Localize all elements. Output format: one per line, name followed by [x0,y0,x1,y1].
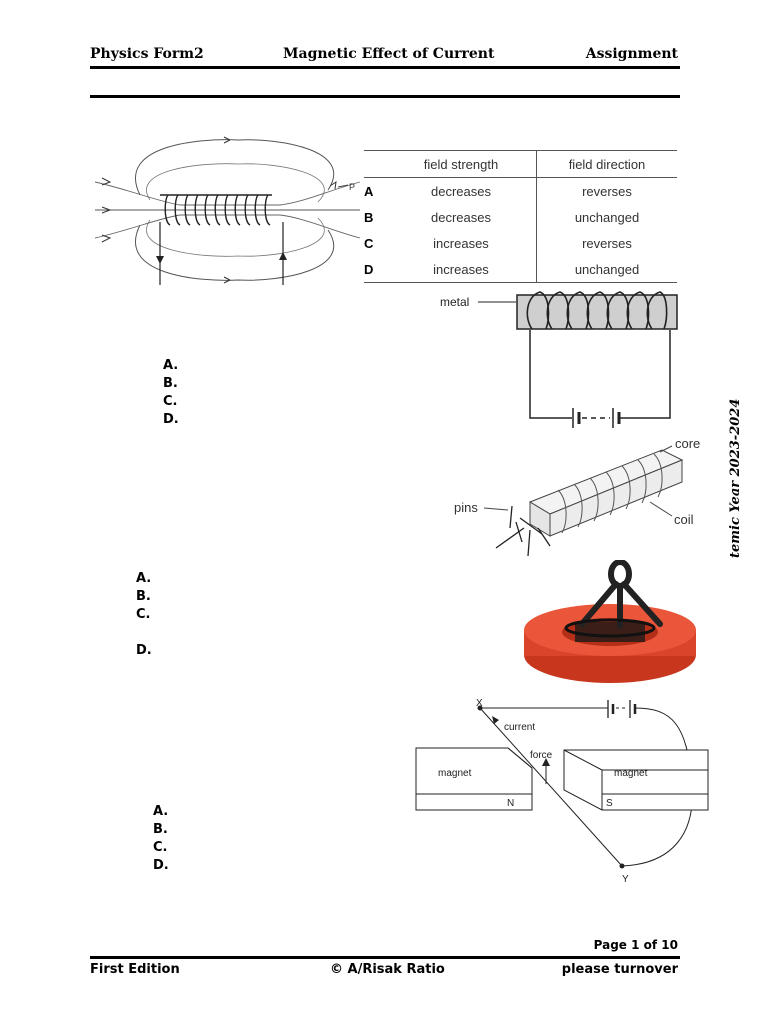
magnet-right-label: magnet [614,768,648,779]
electromagnet-pins-diagram: core coil pins [454,436,700,557]
col-field-direction: field direction [536,150,677,178]
metal-coil-circuit-diagram: metal [440,291,678,428]
academic-year-side-text: temic Year 2023-2024 [728,398,743,558]
row-letter: D [364,256,386,283]
row-letter: A [364,183,374,199]
q2-option-b[interactable]: B. [163,376,178,391]
row-strength: increases [386,230,537,256]
footer-copyright: © A/Risak Ratio [330,962,445,977]
metal-label: metal [440,295,469,309]
header-rule-2 [90,95,680,98]
pole-n-label: N [507,798,514,809]
row-direction: unchanged [574,209,640,225]
row-letter: C [364,235,374,251]
table-header-row: field strength field direction [364,150,677,178]
row-direction: reverses [582,235,632,251]
table-row: B decreases unchanged [364,204,677,230]
q4-option-b[interactable]: B. [153,822,168,837]
core-label: core [675,436,700,451]
row-strength: increases [386,256,537,283]
y-label: Y [622,874,629,885]
row-strength: decreases [386,204,537,230]
q2-option-c[interactable]: C. [163,394,178,409]
q3-option-d[interactable]: D. [136,643,152,658]
answer-table: field strength field direction A decreas… [364,150,677,283]
q2-option-a[interactable]: A. [163,358,179,373]
footer-rule [90,956,680,959]
table-row: A decreases reverses [364,177,677,204]
point-p-label: P [349,182,355,192]
q4-option-a[interactable]: A. [153,804,169,819]
pins-label: pins [454,500,478,515]
q4-option-c[interactable]: C. [153,840,168,855]
q3-option-a[interactable]: A. [136,571,152,586]
current-label: current [504,722,535,733]
header-subject: Physics Form2 [90,46,204,62]
footer-turnover: please turnover [561,962,678,977]
header-topic: Magnetic Effect of Current [283,46,495,62]
pole-s-label: S [606,798,613,809]
row-direction: reverses [582,183,632,199]
q3-option-c[interactable]: C. [136,607,151,622]
q3-option-b[interactable]: B. [136,589,151,604]
footer-edition: First Edition [90,962,180,977]
coil-label: coil [674,512,694,527]
row-strength: decreases [386,177,537,204]
force-label: force [530,750,553,761]
header-rule [90,66,680,69]
table-row: D increases unchanged [364,256,677,283]
q2-option-d[interactable]: D. [163,412,179,427]
wire-between-magnets-diagram: X Y magnet N magnet S current force [415,698,709,885]
magnet-left-label: magnet [438,768,472,779]
row-letter: B [364,209,374,225]
table-row: C increases reverses [364,230,677,256]
x-label: X [476,698,483,709]
col-field-strength: field strength [386,150,537,178]
row-direction: unchanged [536,256,677,283]
solenoid-field-diagram: P [90,130,365,290]
q4-option-d[interactable]: D. [153,858,169,873]
header-type: Assignment [585,46,678,62]
page-number: Page 1 of 10 [593,938,678,952]
lifting-electromagnet-image [524,560,696,683]
